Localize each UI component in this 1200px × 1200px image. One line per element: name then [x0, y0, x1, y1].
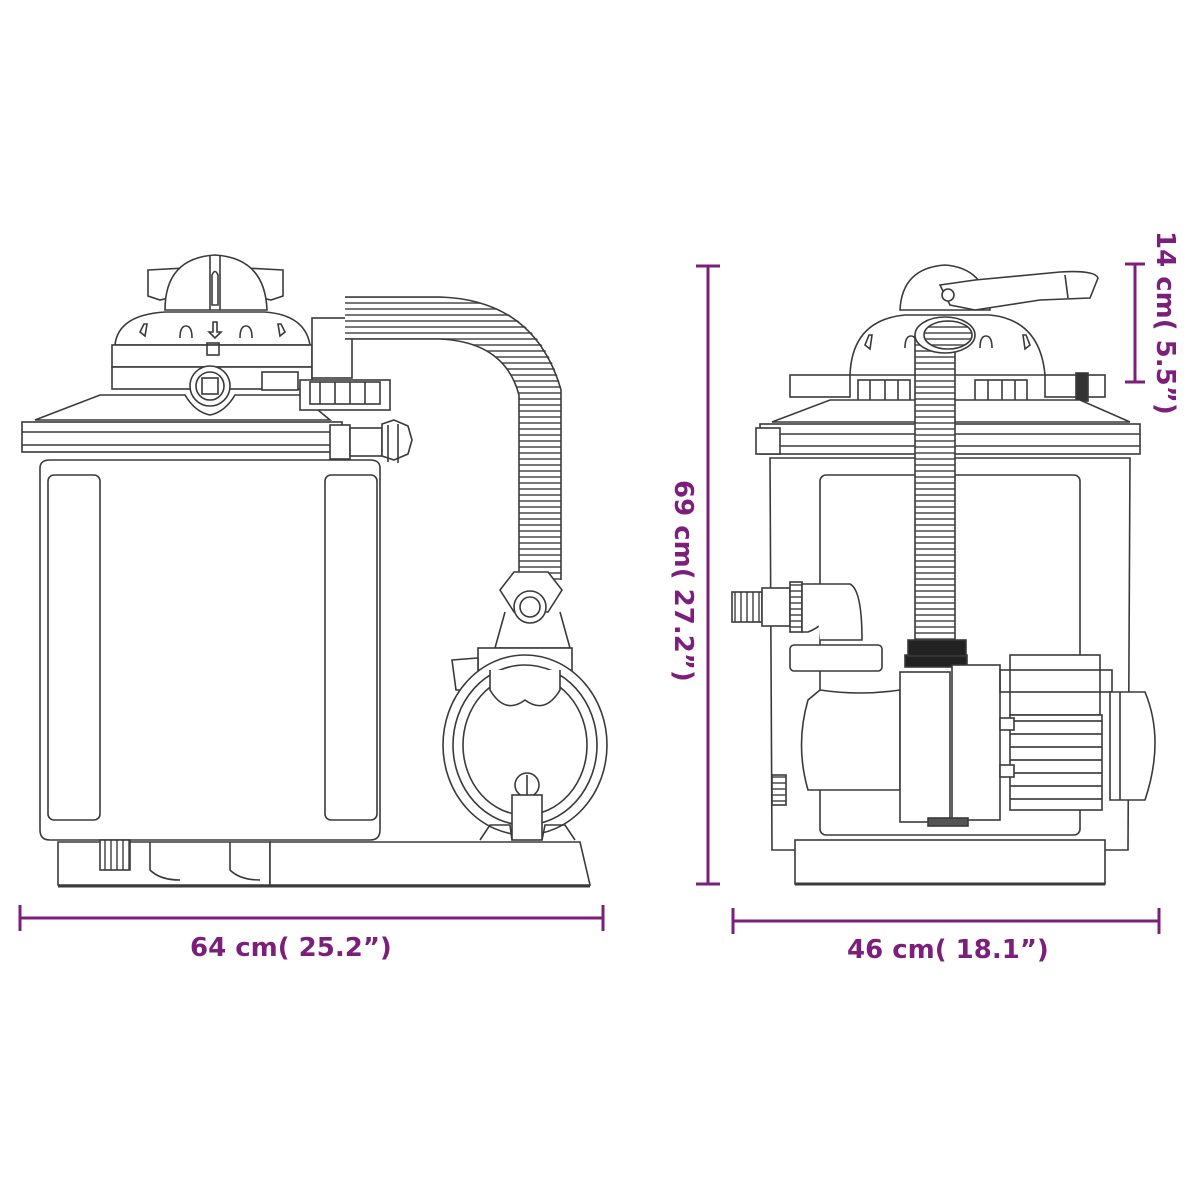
dim-side-width-line	[18, 905, 605, 931]
pump-front	[771, 644, 1156, 827]
tank-body	[39, 459, 381, 841]
valve-handle	[147, 254, 284, 311]
inlet-fitting	[731, 581, 863, 641]
pump-side	[442, 647, 608, 841]
corrugated-hose	[345, 296, 562, 580]
dim-front-width-line	[731, 908, 1161, 934]
hose-front	[907, 316, 976, 657]
union-nut	[493, 571, 572, 649]
front-view	[731, 264, 1156, 886]
dim-height-label: 69 cm( 27.2”)	[668, 480, 698, 682]
base	[57, 839, 592, 888]
dimension-lines	[18, 262, 1161, 934]
lever-handle	[899, 264, 1099, 311]
valve-dome	[111, 311, 313, 407]
dim-valve-height-line	[1125, 262, 1145, 384]
dim-height-line	[696, 264, 720, 886]
dim-side-width-label: 64 cm( 25.2”)	[190, 933, 392, 963]
side-view	[21, 254, 608, 888]
tank-lid	[21, 394, 413, 463]
dim-valve-height-label: 14 cm( 5.5”)	[1150, 231, 1180, 415]
dim-front-width-label: 46 cm( 18.1”)	[847, 935, 1049, 965]
